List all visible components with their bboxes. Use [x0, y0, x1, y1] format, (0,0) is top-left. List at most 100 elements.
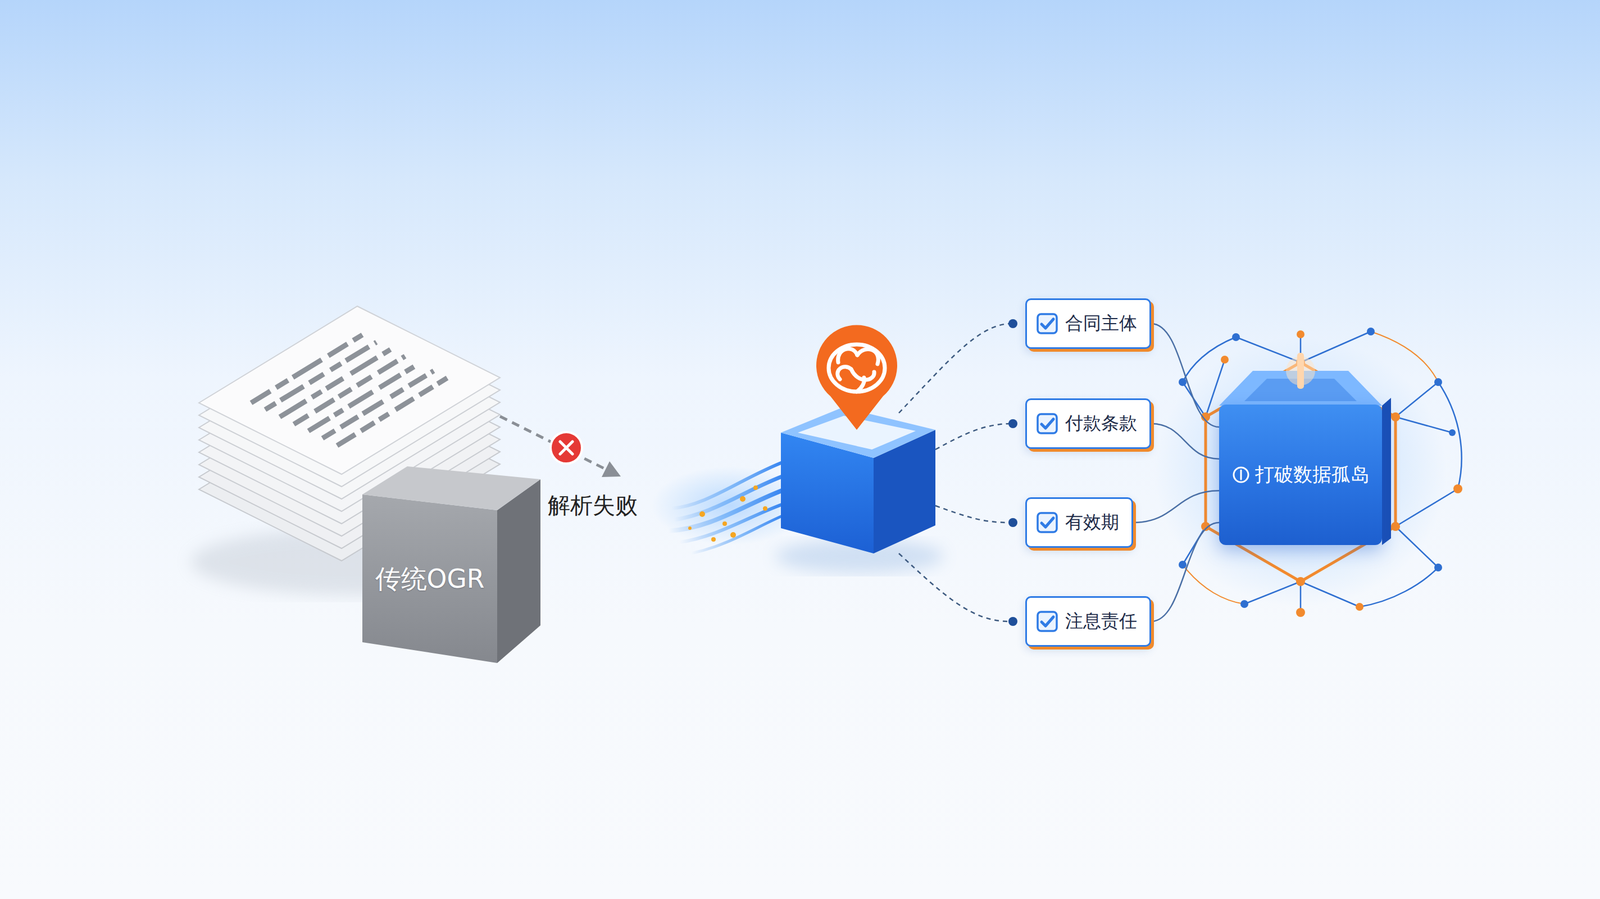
text-group: 传统OGR — [362, 548, 498, 611]
data-stream — [691, 514, 787, 554]
failure-arrow — [500, 416, 607, 470]
field-box: 付款条款 — [1025, 398, 1152, 449]
extract-links — [898, 553, 1009, 622]
network — [1355, 602, 1364, 611]
network — [1391, 412, 1400, 422]
cube-shape — [362, 453, 541, 663]
checkbox-icon — [1041, 419, 1054, 429]
network — [1453, 484, 1463, 494]
network — [1182, 331, 1439, 604]
extract-links — [1008, 319, 1018, 626]
network — [1220, 355, 1229, 364]
text-group: 打破数据孤岛 — [1255, 461, 1370, 488]
extract-links — [935, 505, 1009, 523]
logo-icon — [1231, 465, 1251, 485]
network — [1244, 581, 1301, 604]
network — [1296, 330, 1305, 339]
network — [1300, 331, 1371, 363]
network — [1205, 362, 1396, 582]
data-stream — [722, 521, 727, 526]
brain-icon — [816, 324, 898, 430]
network — [1434, 378, 1443, 386]
text-group: 注息责任 — [1065, 608, 1138, 634]
network — [1154, 337, 1447, 607]
network — [1240, 600, 1249, 608]
paper-stack — [198, 306, 500, 475]
connector — [1151, 423, 1220, 459]
extract-links — [1008, 616, 1018, 626]
network — [1370, 331, 1439, 383]
extract-links — [1008, 517, 1018, 527]
hex-cube-top — [1382, 397, 1392, 545]
logo-icon — [1233, 467, 1249, 483]
network — [1178, 327, 1456, 608]
node-text: 付款条款 — [1065, 411, 1138, 436]
brain-icon — [816, 324, 898, 430]
ai-cube — [775, 407, 944, 574]
network — [1296, 576, 1306, 586]
checkbox-icon — [1037, 314, 1057, 334]
data-stream — [688, 485, 768, 542]
network — [1395, 382, 1439, 417]
ocr-cube: 传统OGR — [362, 453, 541, 663]
network — [1182, 337, 1236, 383]
data-stream — [699, 511, 706, 517]
text-group: 合同主体 — [1065, 311, 1138, 336]
brain-icon — [828, 344, 885, 392]
checkbox-icon — [1037, 611, 1057, 631]
paper-stack — [251, 334, 448, 446]
checkbox-icon — [1041, 616, 1054, 626]
status-label: 解析失败 — [547, 489, 638, 521]
node-text: 注息责任 — [1065, 608, 1138, 634]
extract-links — [898, 319, 1018, 626]
network — [1395, 488, 1458, 527]
network — [1178, 560, 1187, 569]
field-box: 注息责任 — [1025, 596, 1152, 647]
extract-links — [1008, 319, 1018, 329]
network — [1296, 607, 1306, 617]
connector — [1151, 323, 1220, 427]
extract-links — [898, 323, 1009, 622]
cube-shape — [362, 494, 498, 663]
checkbox-icon — [1035, 610, 1059, 633]
network — [1178, 378, 1187, 386]
hex-cube-top — [1219, 352, 1392, 545]
failure-arrow — [500, 416, 621, 477]
network — [1300, 581, 1302, 613]
network — [1154, 327, 1463, 617]
extract-links — [898, 323, 1009, 413]
text-group: 有效期 — [1065, 510, 1120, 535]
network — [1201, 330, 1463, 617]
checkbox-icon — [1035, 312, 1059, 335]
network — [1359, 567, 1439, 607]
checkbox-icon — [1041, 517, 1054, 527]
checkbox-icon — [1035, 511, 1059, 534]
network — [1366, 327, 1375, 336]
connector — [1133, 490, 1220, 523]
field-box: 有效期 — [1025, 497, 1134, 548]
extract-links — [935, 423, 1009, 450]
failure-arrow — [601, 461, 621, 477]
network — [1182, 331, 1462, 613]
network — [1395, 416, 1453, 433]
data-stream — [688, 526, 692, 530]
node-text: 打破数据孤岛 — [1255, 461, 1370, 488]
network — [1391, 521, 1400, 531]
network — [1182, 564, 1245, 604]
data-stream — [753, 485, 758, 490]
hex-cube-top — [1297, 352, 1304, 389]
node-text: 传统OGR — [375, 561, 485, 597]
data-stream — [711, 537, 716, 542]
network — [1300, 581, 1360, 607]
brain-icon — [856, 377, 865, 392]
failure-arrow — [550, 432, 583, 464]
brain-icon — [828, 344, 885, 392]
paper-stack — [308, 363, 420, 431]
cube-shape — [497, 479, 541, 663]
network — [1448, 429, 1456, 436]
connector — [1151, 522, 1220, 622]
network — [1235, 337, 1301, 363]
failure-arrow — [560, 441, 573, 454]
checkbox-icon — [1037, 512, 1057, 533]
